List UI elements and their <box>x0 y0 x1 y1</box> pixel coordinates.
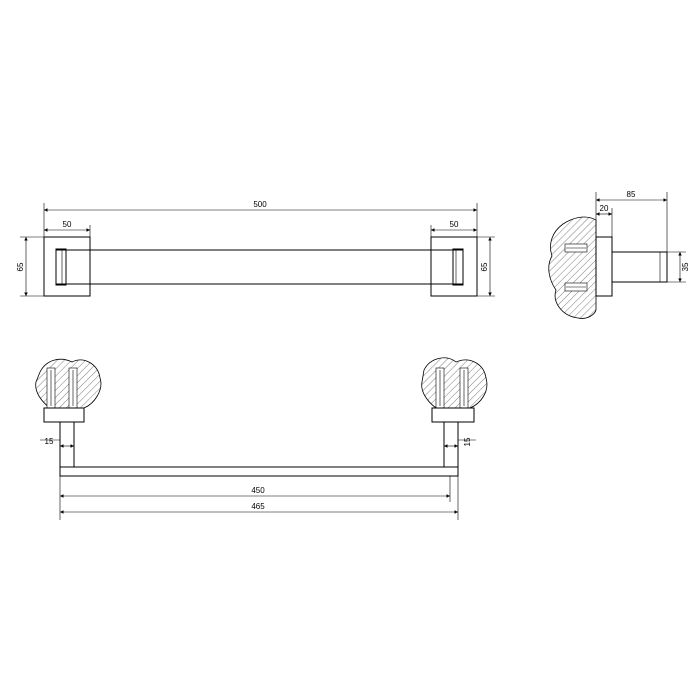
dim-left-plate-width: 50 <box>63 220 72 229</box>
dim-side-diameter: 35 <box>681 262 690 271</box>
dim-right-height: 65 <box>480 262 489 271</box>
dim-right-post: 15 <box>463 437 472 446</box>
dim-inner-length: 450 <box>251 486 265 495</box>
right-mounting-plate <box>430 236 478 297</box>
dim-right-plate-width: 50 <box>450 220 459 229</box>
left-plate-inner <box>55 248 67 286</box>
side-view: 85 20 35 <box>548 190 690 319</box>
left-plate-top <box>43 407 85 423</box>
wall-section-right <box>421 357 488 409</box>
dim-side-plate: 20 <box>600 204 609 213</box>
towel-bar-front <box>55 249 464 285</box>
towel-bar-side <box>611 251 668 283</box>
wall-section-left <box>35 358 102 409</box>
dim-outer-length: 465 <box>251 502 265 511</box>
dim-overall-length: 500 <box>253 200 267 209</box>
left-post-top <box>59 421 75 468</box>
wall-section-side <box>548 216 597 319</box>
dim-left-height: 65 <box>16 262 25 271</box>
top-view: 15 15 450 465 <box>35 357 488 520</box>
left-mounting-plate <box>43 236 91 297</box>
towel-bar-top <box>59 466 459 477</box>
dim-side-depth: 85 <box>627 190 636 199</box>
side-mounting-plate <box>595 236 613 297</box>
right-post-top <box>443 421 459 468</box>
right-plate-inner <box>452 248 464 286</box>
dim-left-post: 15 <box>45 437 54 446</box>
front-view: 500 50 50 65 65 <box>16 200 495 297</box>
right-plate-top <box>431 407 475 423</box>
